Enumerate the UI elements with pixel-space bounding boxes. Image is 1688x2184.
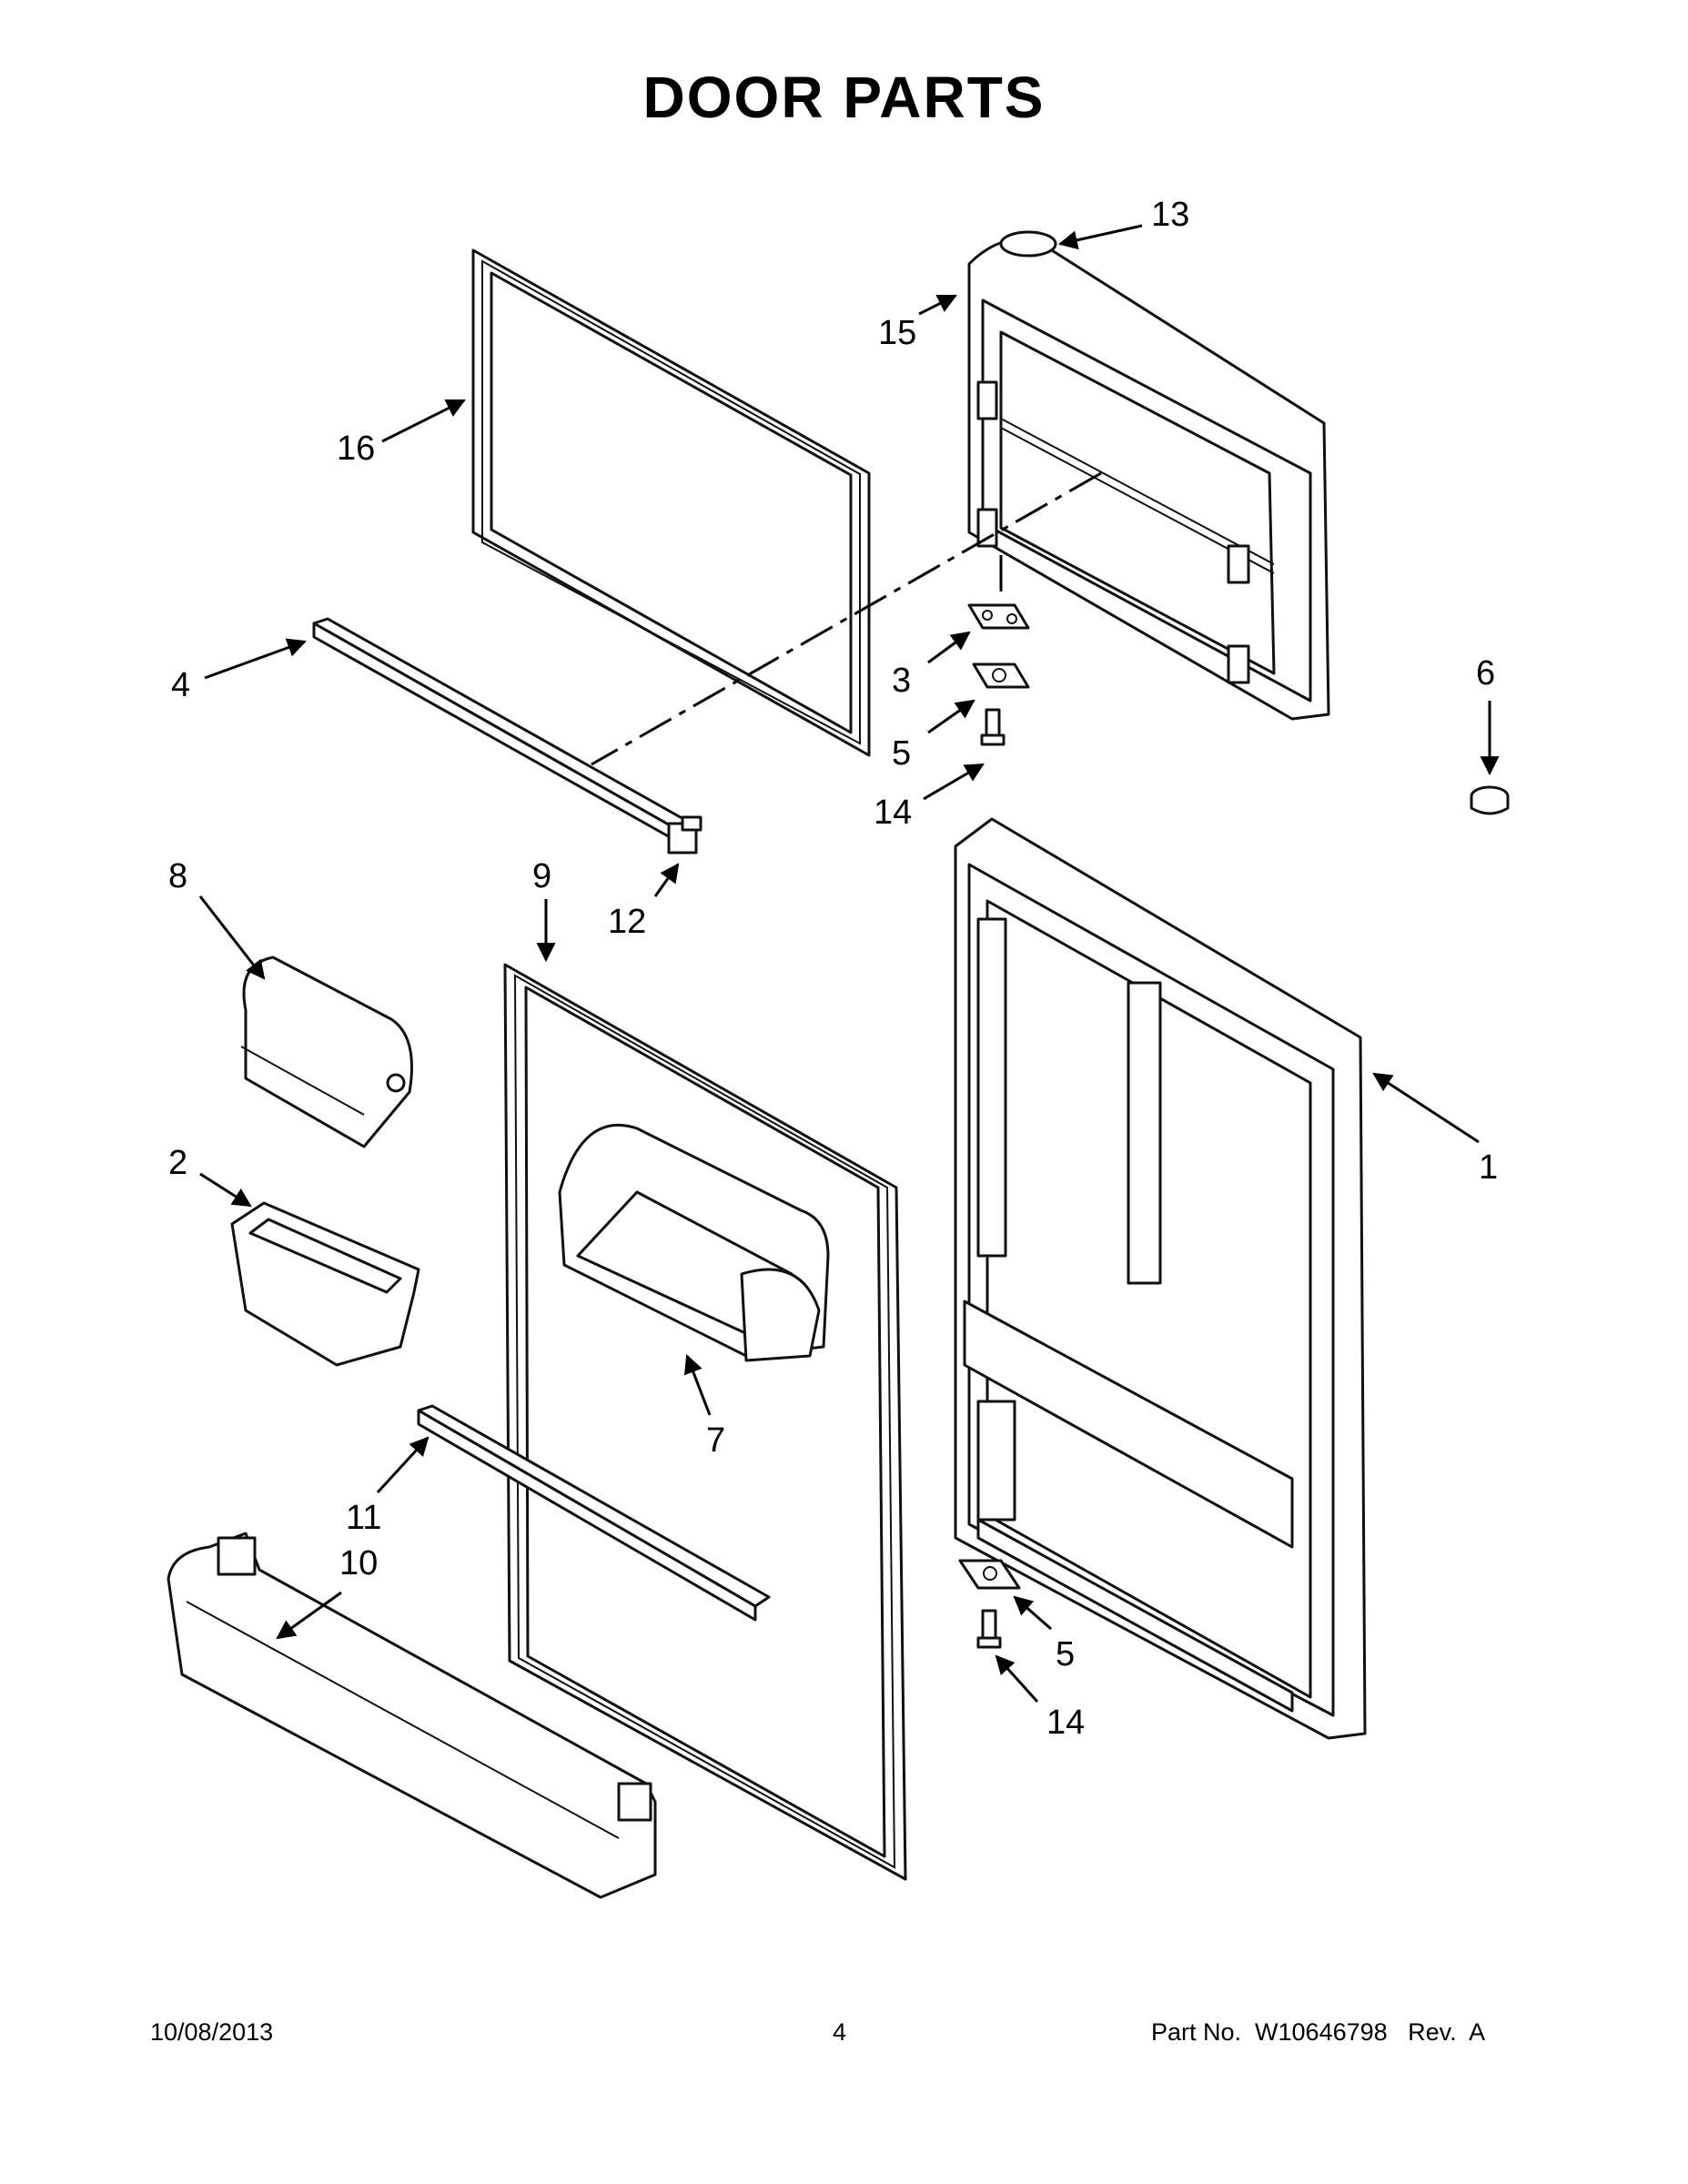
freezer-door-trim <box>312 617 693 844</box>
callout-9: 9 <box>532 857 551 895</box>
page-title: DOOR PARTS <box>642 65 1046 130</box>
callout-5-lower: 5 <box>1056 1635 1075 1673</box>
hinge-plate-upper <box>967 603 1030 630</box>
leader-2 <box>199 1172 252 1208</box>
footer-part-number: Part No. W10646798 Rev. A <box>1151 2018 1486 2046</box>
leader-16 <box>381 399 466 443</box>
callout-14-lower: 14 <box>1046 1704 1085 1742</box>
leader-12 <box>653 863 680 897</box>
callout-15: 15 <box>878 314 916 352</box>
callout-2: 2 <box>168 1144 187 1182</box>
leader-3 <box>927 631 971 664</box>
callout-16: 16 <box>337 430 375 468</box>
leader-15 <box>918 294 957 316</box>
callout-13: 13 <box>1151 196 1189 234</box>
callout-6: 6 <box>1476 654 1495 693</box>
callout-3: 3 <box>892 662 911 700</box>
footer-page-number: 4 <box>833 2018 847 2046</box>
alignment-line-upper <box>591 471 1102 766</box>
leader-14-lower <box>995 1654 1039 1704</box>
leader-13 <box>1057 224 1143 250</box>
leader-7 <box>683 1354 712 1416</box>
footer-date: 10/08/2013 <box>150 2018 274 2046</box>
screw-upper <box>980 708 1006 746</box>
small-door-bin <box>230 1201 420 1367</box>
screw-lower <box>976 1609 1002 1649</box>
leader-1 <box>1372 1072 1480 1144</box>
hinge-lower <box>958 1559 1021 1590</box>
callout-7: 7 <box>706 1421 725 1460</box>
callout-1: 1 <box>1479 1148 1498 1187</box>
freezer-door-gasket <box>471 248 871 757</box>
callout-5-upper: 5 <box>892 734 911 773</box>
callout-10: 10 <box>339 1544 378 1582</box>
leader-10 <box>276 1591 342 1640</box>
leader-5-upper <box>927 699 975 734</box>
callout-14-upper: 14 <box>874 794 912 832</box>
trim-end-cap <box>667 815 702 854</box>
callout-8: 8 <box>168 857 187 895</box>
leader-4 <box>204 638 307 680</box>
hole-plug <box>1470 785 1510 815</box>
door-shelf-trim <box>417 1404 771 1622</box>
dairy-door <box>240 956 413 1148</box>
dairy-compartment <box>558 1123 830 1362</box>
leader-5-lower <box>1013 1595 1052 1631</box>
hinge-upper <box>972 662 1030 689</box>
leader-11 <box>376 1436 430 1494</box>
callout-11: 11 <box>346 1499 381 1537</box>
callout-4: 4 <box>171 666 190 704</box>
callout-12: 12 <box>608 903 646 941</box>
leader-14-upper <box>923 763 985 801</box>
door-top-plug <box>999 230 1057 258</box>
leader-8 <box>198 895 266 980</box>
freezer-door <box>967 238 1330 721</box>
fresh-food-door <box>954 817 1367 1740</box>
